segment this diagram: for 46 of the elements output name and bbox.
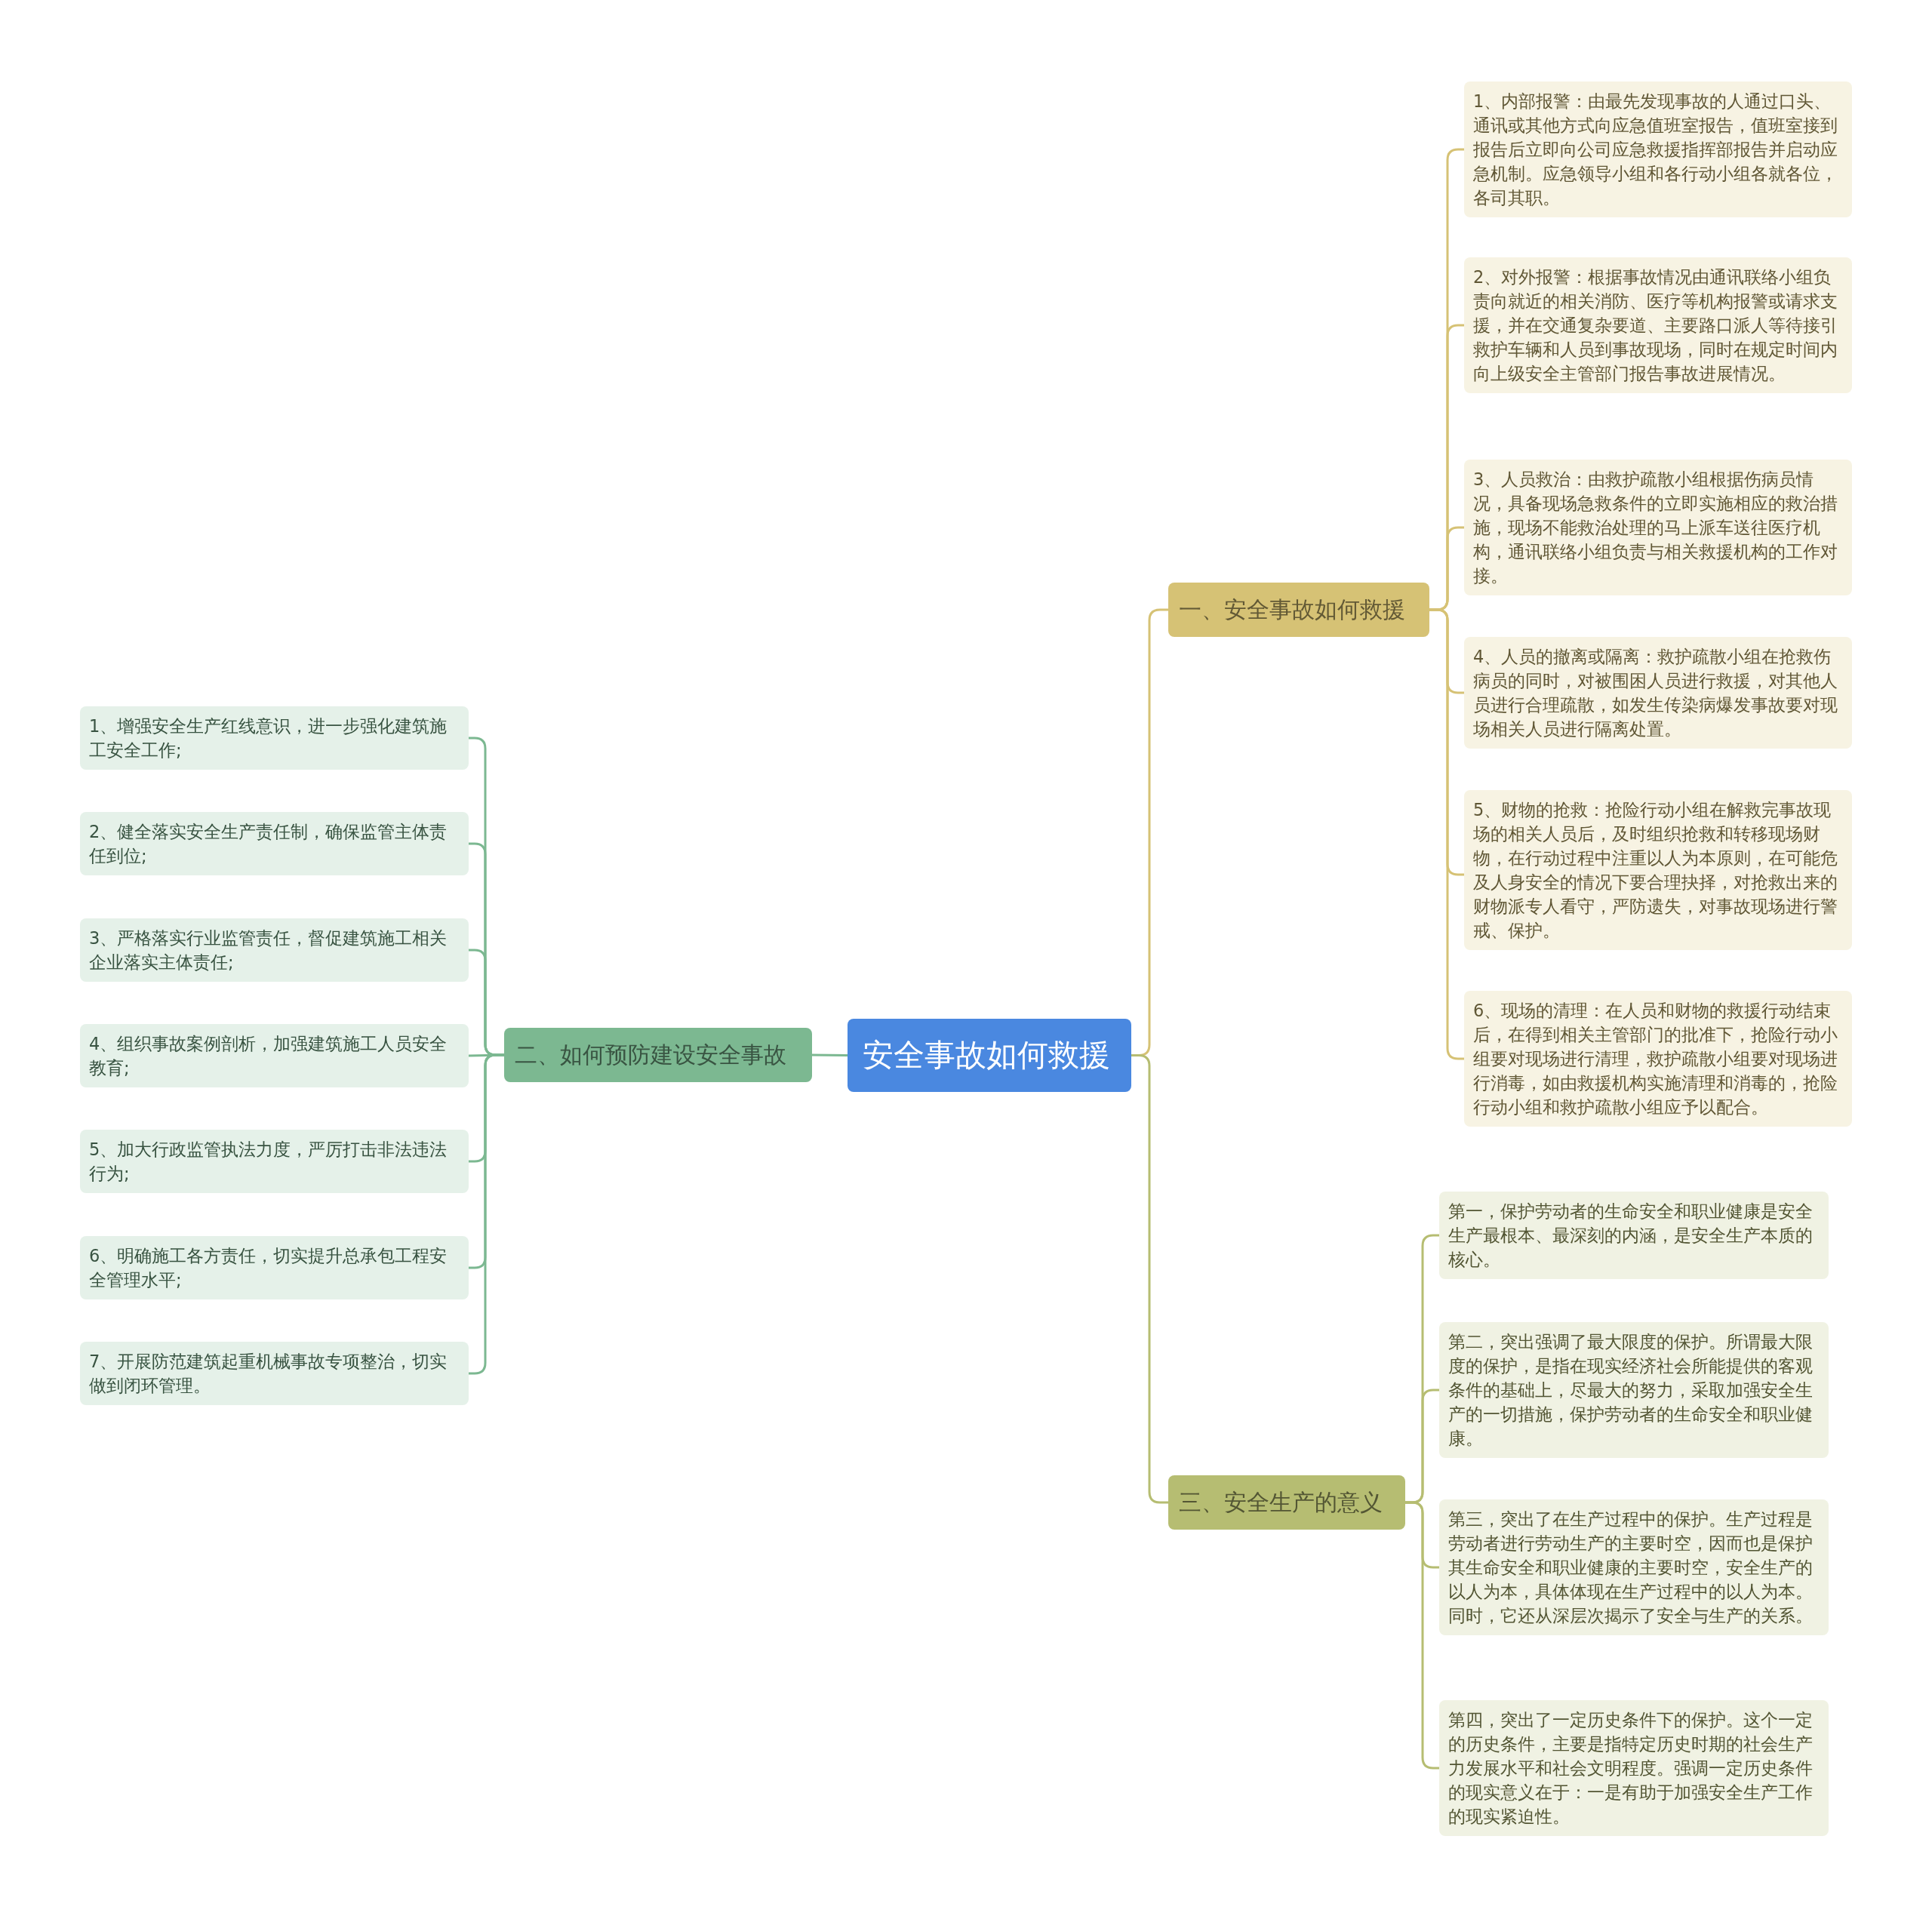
topic-text: 3、人员救治：由救护疏散小组根据伤病员情况，具备现场急救条件的立即实施相应的救治措施，现场不能救治处理的马上派车送往医疗机构，通讯联络小组负责与相关救援机构的工作对接。 [1473, 469, 1838, 587]
leaf-topic [80, 1130, 469, 1193]
topic-text: 5、财物的抢救：抢险行动小组在解救完事故现场的相关人员后，及时组织抢救和转移现场财物，在行动过程中注重以人为本原则，在可能危及人身安全的情况下要合理抉择，对抢救出来的财物派专人看守，严防遗失，对事故现场进行警戒、保护。 [1473, 799, 1838, 942]
leaf-topic [80, 1236, 469, 1299]
topic-text: 4、人员的撤离或隔离：救护疏散小组在抢救伤病员的同时，对被围困人员进行救援，对其他人员进行合理疏散，如发生传染病爆发事故要对现场相关人员进行隔离处置。 [1473, 646, 1838, 740]
topic-text: 三、安全生产的意义 [1179, 1488, 1383, 1517]
leaf-topic [80, 1342, 469, 1405]
central-topic [848, 1019, 1131, 1092]
topic-text: 二、如何预防建设安全事故 [515, 1041, 787, 1069]
topic-text: 6、明确施工各方责任，切实提升总承包工程安全管理水平; [89, 1245, 448, 1291]
leaf-topic [1464, 991, 1852, 1127]
topic-text: 4、组织事故案例剖析，加强建筑施工人员安全教育; [89, 1033, 448, 1079]
leaf-topic [1464, 460, 1852, 595]
topic-text: 2、健全落实安全生产责任制，确保监管主体责任到位; [89, 821, 448, 867]
topic-text: 5、加大行政监管执法力度，严厉打击非法违法行为; [89, 1139, 448, 1185]
topic-text: 第二，突出强调了最大限度的保护。所谓最大限度的保护，是指在现实经济社会所能提供的客观条件的基础上，尽最大的努力，采取加强安全生产的一切措施，保护劳动者的生命安全和职业健康。 [1448, 1331, 1814, 1450]
topic-text: 安全事故如何救援 [863, 1036, 1111, 1075]
topic-text: 第一，保护劳动者的生命安全和职业健康是安全生产最根本、最深刻的内涵，是安全生产本质的核心。 [1448, 1201, 1814, 1271]
topic-text: 一、安全事故如何救援 [1179, 595, 1406, 624]
connector-line [812, 1053, 848, 1056]
topic-text: 2、对外报警：根据事故情况由通讯联络小组负责向就近的相关消防、医疗等机构报警或请求支援，并在交通复杂要道、主要路口派人等待接引救护车辆和人员到事故现场，同时在规定时间内向上级安全主管部门报告事故进展情况。 [1473, 266, 1838, 385]
leaf-topic [80, 1024, 469, 1087]
leaf-topic [1464, 257, 1852, 393]
topic-text: 7、开展防范建筑起重机械事故专项整治，切实做到闭环管理。 [89, 1351, 448, 1397]
connector-line [1405, 1501, 1439, 1770]
leaf-topic [80, 918, 469, 982]
branch-topic [1168, 1475, 1405, 1530]
leaf-topic [1439, 1192, 1829, 1279]
leaf-topic [1464, 81, 1852, 217]
connector-line [469, 1053, 504, 1375]
branch-topic [1168, 583, 1429, 637]
leaf-topic [1439, 1700, 1829, 1836]
leaf-topic [80, 812, 469, 875]
connector-line [1131, 1054, 1168, 1504]
topic-text: 第三，突出了在生产过程中的保护。生产过程是劳动者进行劳动生产的主要时空，因而也是保护其生命安全和职业健康的主要时空，安全生产的以人为本，具体体现在生产过程中的以人为本。同时，它还从深层次揭示了安全与生产的关系。 [1448, 1509, 1814, 1627]
topic-text: 6、现场的清理：在人员和财物的救援行动结束后，在得到相关主管部门的批准下，抢险行动小组要对现场进行清理，救护疏散小组要对现场进行消毒，如由救援机构实施清理和消毒的，抢险行动小组和救护疏散小组应予以配合。 [1473, 1000, 1838, 1118]
topic-text: 3、严格落实行业监管责任，督促建筑施工相关企业落实主体责任; [89, 927, 448, 973]
leaf-topic [1439, 1499, 1829, 1635]
topic-text: 1、内部报警：由最先发现事故的人通过口头、通讯或其他方式向应急值班室报告，值班室接到报告后立即向公司应急救援指挥部报告并启动应急机制。应急领导小组和各行动小组各就各位，各司其职。 [1473, 91, 1838, 209]
leaf-topic [80, 706, 469, 770]
leaf-topic [1464, 637, 1852, 749]
topic-text: 第四，突出了一定历史条件下的保护。这个一定的历史条件，主要是指特定历史时期的社会生产力发展水平和社会文明程度。强调一定历史条件的现实意义在于：一是有助于加强安全生产工作的现实紧迫性。 [1448, 1709, 1814, 1828]
leaf-topic [1439, 1322, 1829, 1458]
branch-topic [504, 1028, 812, 1082]
topic-text: 1、增强安全生产红线意识，进一步强化建筑施工安全工作; [89, 715, 448, 761]
leaf-topic [1464, 790, 1852, 950]
